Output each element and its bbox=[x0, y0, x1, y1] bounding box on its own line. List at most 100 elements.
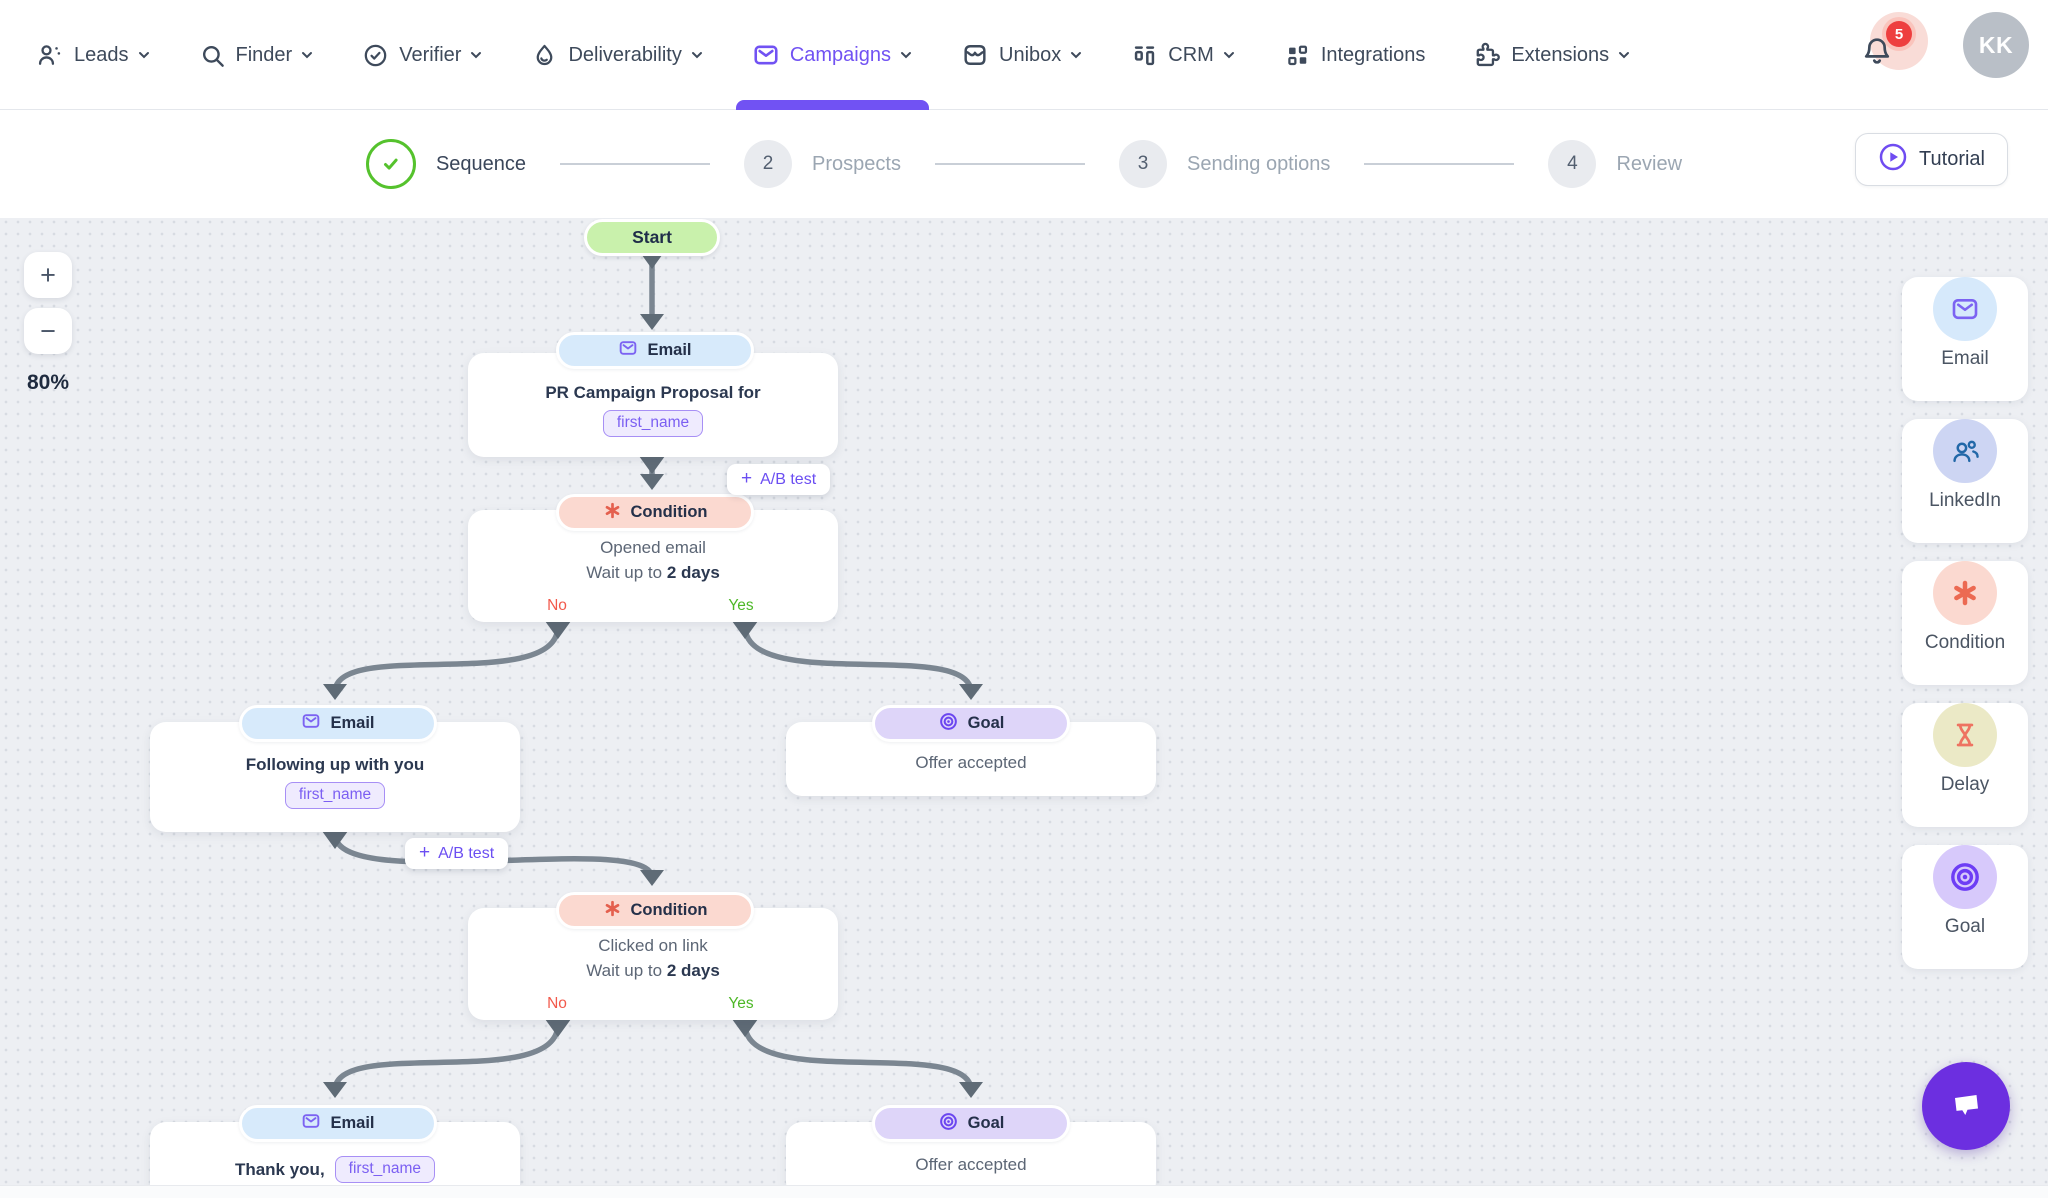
asterisk-icon bbox=[1933, 561, 1997, 625]
play-icon bbox=[1878, 142, 1908, 178]
nav-item-unibox[interactable]: Unibox bbox=[961, 0, 1083, 110]
branch-yes-label: Yes bbox=[728, 597, 754, 614]
nav-item-deliverability[interactable]: Deliverability bbox=[531, 0, 703, 110]
target-icon bbox=[1933, 845, 1997, 909]
nav-item-extensions[interactable]: Extensions bbox=[1473, 0, 1631, 110]
ab-test-button-1[interactable]: + A/B test bbox=[727, 464, 831, 495]
chevron-down-icon bbox=[1222, 48, 1236, 62]
badge-label: Email bbox=[330, 1114, 375, 1132]
goal-node-badge[interactable]: Goal bbox=[872, 705, 1070, 742]
step-number: 2 bbox=[744, 140, 793, 188]
nav-item-label: Finder bbox=[235, 43, 293, 66]
first-name-variable-tag: first_name bbox=[334, 1156, 436, 1183]
condition-event: Clicked on link bbox=[598, 936, 708, 955]
step-connector-line bbox=[560, 163, 711, 165]
first-name-variable-tag: first_name bbox=[284, 782, 386, 809]
step-prospects[interactable]: 2 Prospects bbox=[744, 140, 901, 188]
nav-item-verifier[interactable]: Verifier bbox=[362, 0, 483, 110]
email-node-badge[interactable]: Email bbox=[239, 1105, 437, 1142]
badge-label: Goal bbox=[967, 1114, 1005, 1132]
nav-item-integrations[interactable]: Integrations bbox=[1284, 0, 1425, 110]
top-nav: Leads Finder Verifier Deliverability Cam bbox=[0, 0, 2048, 110]
step-sequence[interactable]: Sequence bbox=[365, 139, 527, 189]
plus-icon: + bbox=[419, 841, 431, 863]
chevron-down-icon bbox=[300, 48, 314, 62]
start-node[interactable]: Start bbox=[584, 219, 720, 256]
palette-item-label: Condition bbox=[1924, 632, 2006, 653]
nav-item-label: Deliverability bbox=[568, 43, 682, 66]
condition-node-badge[interactable]: Condition bbox=[556, 494, 754, 531]
search-icon bbox=[199, 42, 226, 69]
condition-event: Opened email bbox=[600, 538, 706, 557]
steps-bar: Sequence 2 Prospects 3 Sending options 4… bbox=[0, 110, 2048, 218]
zoom-in-button[interactable]: + bbox=[24, 252, 72, 298]
plus-icon: + bbox=[741, 467, 753, 489]
palette-item-goal[interactable]: Goal bbox=[1902, 845, 2028, 969]
tutorial-button[interactable]: Tutorial bbox=[1855, 133, 2008, 186]
main-menu: Leads Finder Verifier Deliverability Cam bbox=[36, 0, 1631, 110]
zoom-out-button[interactable]: − bbox=[24, 308, 72, 354]
step-review[interactable]: 4 Review bbox=[1548, 140, 1682, 188]
step-label: Prospects bbox=[812, 152, 901, 175]
users-icon bbox=[1933, 419, 1997, 483]
email-node-1[interactable]: PR Campaign Proposal for first_name bbox=[468, 353, 838, 457]
condition-wait: Wait up to 2 days bbox=[468, 961, 838, 981]
wait-prefix: Wait up to bbox=[586, 961, 663, 980]
palette-item-label: Goal bbox=[1944, 916, 1986, 937]
nav-item-crm[interactable]: CRM bbox=[1131, 0, 1236, 110]
kanban-icon bbox=[1131, 42, 1158, 69]
wait-value: 2 days bbox=[666, 961, 720, 980]
nav-item-campaigns[interactable]: Campaigns bbox=[735, 0, 929, 110]
chat-widget-button[interactable] bbox=[1922, 1062, 2010, 1150]
step-connector-line bbox=[934, 163, 1085, 165]
email-node-badge[interactable]: Email bbox=[239, 705, 437, 742]
avatar[interactable]: KK bbox=[1963, 12, 2029, 78]
envelope-icon bbox=[1933, 277, 1997, 341]
palette-item-email[interactable]: Email bbox=[1902, 277, 2028, 401]
chat-bubble-icon bbox=[1942, 1081, 1990, 1132]
target-icon bbox=[938, 1111, 959, 1137]
wait-value: 2 days bbox=[666, 563, 720, 582]
envelope-icon bbox=[301, 711, 321, 736]
target-icon bbox=[938, 711, 959, 737]
horizontal-scrollbar[interactable] bbox=[0, 1185, 2048, 1198]
hourglass-icon bbox=[1933, 703, 1997, 767]
flame-icon bbox=[531, 42, 558, 69]
active-tab-underline bbox=[735, 100, 929, 110]
step-number: 3 bbox=[1118, 140, 1167, 188]
ab-test-button-2[interactable]: + A/B test bbox=[405, 838, 509, 869]
nav-item-label: Extensions bbox=[1511, 43, 1610, 66]
goal-node-badge[interactable]: Goal bbox=[872, 1105, 1070, 1142]
email-subject: PR Campaign Proposal for bbox=[545, 383, 761, 402]
puzzle-icon bbox=[1473, 41, 1501, 69]
step-label: Sequence bbox=[435, 152, 527, 175]
nav-item-finder[interactable]: Finder bbox=[199, 0, 315, 110]
chevron-down-icon bbox=[690, 48, 704, 62]
node-palette: Email LinkedIn Condition Delay Goal bbox=[1902, 263, 2028, 987]
palette-item-label: Email bbox=[1941, 348, 1989, 369]
notifications-button[interactable]: 5 bbox=[1858, 12, 1930, 90]
step-sending-options[interactable]: 3 Sending options bbox=[1118, 140, 1330, 188]
palette-item-linkedin[interactable]: LinkedIn bbox=[1902, 419, 2028, 543]
bell-icon bbox=[1860, 34, 1894, 73]
goal-title: Offer accepted bbox=[915, 1155, 1027, 1174]
goal-title: Offer accepted bbox=[915, 753, 1027, 772]
nav-item-leads[interactable]: Leads bbox=[36, 0, 151, 110]
chevron-down-icon bbox=[469, 48, 483, 62]
email-subject: Following up with you bbox=[245, 755, 425, 774]
step-label: Review bbox=[1616, 152, 1683, 175]
email-subject: Thank you, bbox=[234, 1159, 325, 1179]
palette-item-delay[interactable]: Delay bbox=[1902, 703, 2028, 827]
badge-label: Email bbox=[647, 341, 692, 359]
email-node-badge[interactable]: Email bbox=[556, 332, 754, 369]
asterisk-icon bbox=[603, 501, 622, 525]
chevron-down-icon bbox=[899, 48, 913, 62]
palette-item-condition[interactable]: Condition bbox=[1902, 561, 2028, 685]
step-connector-line bbox=[1364, 163, 1515, 165]
nav-item-label: Verifier bbox=[399, 43, 462, 66]
zoom-level: 80% bbox=[26, 371, 70, 394]
branch-no-label: No bbox=[547, 995, 567, 1012]
tutorial-label: Tutorial bbox=[1919, 148, 1985, 170]
condition-node-badge[interactable]: Condition bbox=[556, 892, 754, 929]
